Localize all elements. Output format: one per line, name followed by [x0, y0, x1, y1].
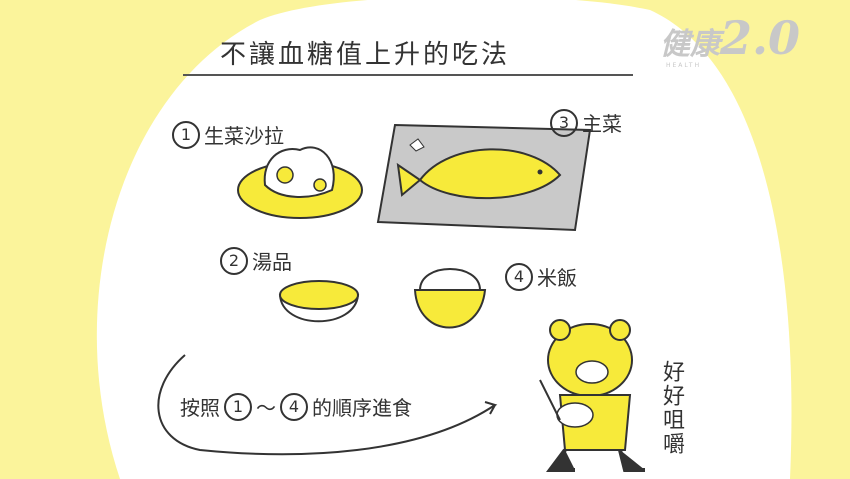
- step-rice: 4 米飯: [505, 262, 577, 291]
- step-label: 主菜: [582, 112, 622, 136]
- instruction-prefix: 按照: [180, 396, 220, 420]
- step-main-dish: 3 主菜: [550, 108, 622, 137]
- step-number: 2: [220, 246, 248, 275]
- logo-chinese: 健康: [660, 27, 720, 62]
- step-number: 1: [172, 120, 200, 149]
- page-title: 不讓血糖值上升的吃法: [220, 40, 511, 70]
- step-label: 米飯: [537, 266, 577, 290]
- title-underline: [183, 74, 633, 76]
- instruction-text: 按照 1 ～ 4 的順序進食: [180, 392, 412, 421]
- step-soup: 2 湯品: [220, 246, 292, 275]
- instruction-tilde: ～: [256, 396, 276, 420]
- logo-english: HEALTH: [666, 62, 702, 69]
- rice-bowl-illustration: [413, 268, 487, 329]
- step-number: 4: [505, 262, 533, 291]
- bear-illustration: [539, 319, 645, 472]
- step-label: 生菜沙拉: [204, 124, 284, 148]
- step-number: 3: [550, 108, 578, 137]
- step-salad: 1 生菜沙拉: [172, 120, 284, 149]
- salad-plate-illustration: [237, 146, 363, 219]
- instruction-to: 4: [280, 392, 308, 421]
- fish-tray-illustration: [376, 123, 592, 232]
- instruction-suffix: 的順序進食: [312, 396, 412, 420]
- chew-text: 好好咀嚼: [659, 360, 684, 456]
- soup-bowl-illustration: [278, 280, 360, 323]
- step-label: 湯品: [252, 250, 292, 274]
- logo-number: 2.0: [720, 11, 801, 65]
- sequence-arrow: [157, 354, 498, 456]
- instruction-from: 1: [224, 392, 252, 421]
